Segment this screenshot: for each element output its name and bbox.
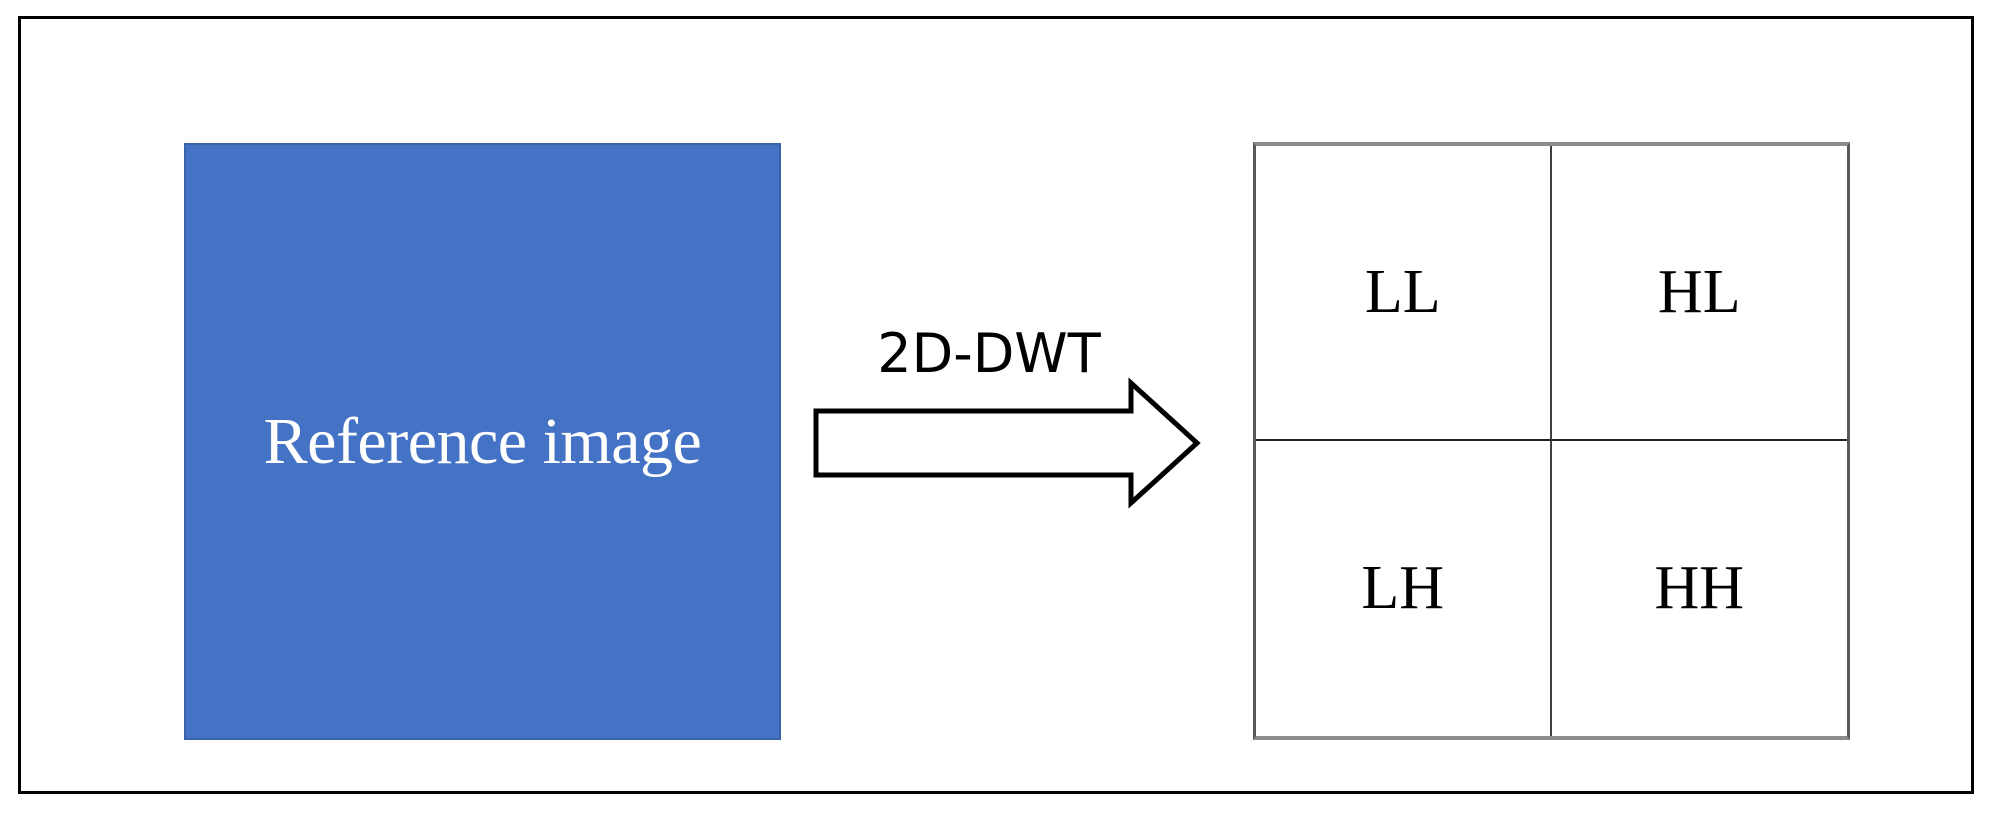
subband-grid: LL HL LH HH bbox=[1253, 142, 1850, 740]
subband-ll: LL bbox=[1256, 146, 1552, 441]
transform-arrow bbox=[813, 377, 1201, 509]
subband-lh-label: LH bbox=[1361, 554, 1445, 622]
subband-lh: LH bbox=[1256, 441, 1552, 736]
subband-hh-label: HH bbox=[1654, 554, 1745, 622]
subband-hl: HL bbox=[1551, 146, 1847, 441]
subband-ll-label: LL bbox=[1364, 258, 1441, 326]
transform-label: 2D-DWT bbox=[877, 322, 1101, 385]
reference-image-label: Reference image bbox=[263, 404, 702, 478]
subband-hl-label: HL bbox=[1657, 258, 1741, 326]
reference-image-box: Reference image bbox=[184, 143, 781, 740]
diagram-frame: Reference image 2D-DWT LL HL LH HH bbox=[18, 16, 1974, 794]
subband-hh: HH bbox=[1552, 441, 1848, 736]
arrow-shape bbox=[813, 377, 1201, 509]
